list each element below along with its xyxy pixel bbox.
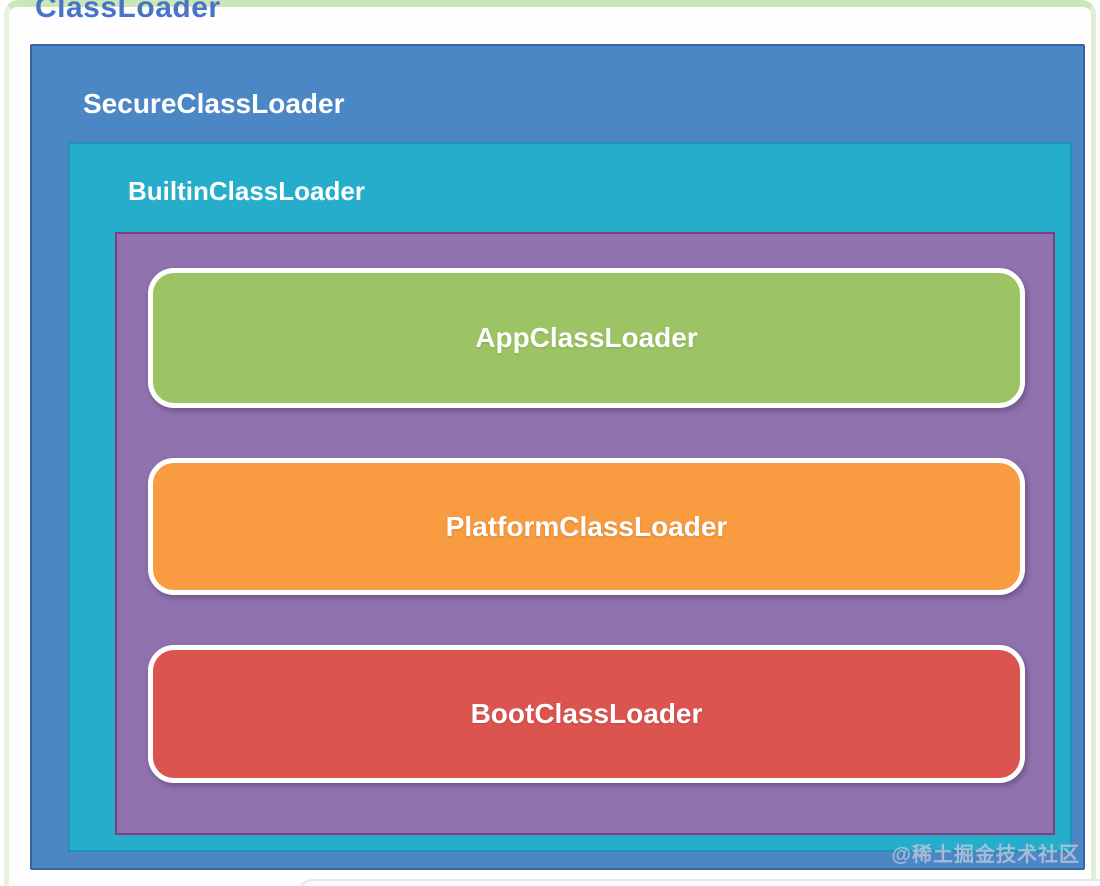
boot-classloader-label: BootClassLoader [470,698,703,729]
boot-classloader-pill: BootClassLoader [148,645,1025,783]
app-classloader-label: AppClassLoader [475,322,698,353]
loader-group-box: AppClassLoader PlatformClassLoader BootC… [115,232,1055,835]
next-box-partial [297,879,1100,886]
watermark-text: @稀土掘金技术社区 [891,844,1080,866]
secure-classloader-label: SecureClassLoader [83,88,345,119]
app-classloader-pill: AppClassLoader [148,268,1025,408]
platform-classloader-label: PlatformClassLoader [445,510,728,542]
platform-classloader-pill: PlatformClassLoader [148,458,1025,595]
builtin-classloader-label: BuiltinClassLoader [128,176,365,206]
classloader-title: ClassLoader [35,0,221,24]
